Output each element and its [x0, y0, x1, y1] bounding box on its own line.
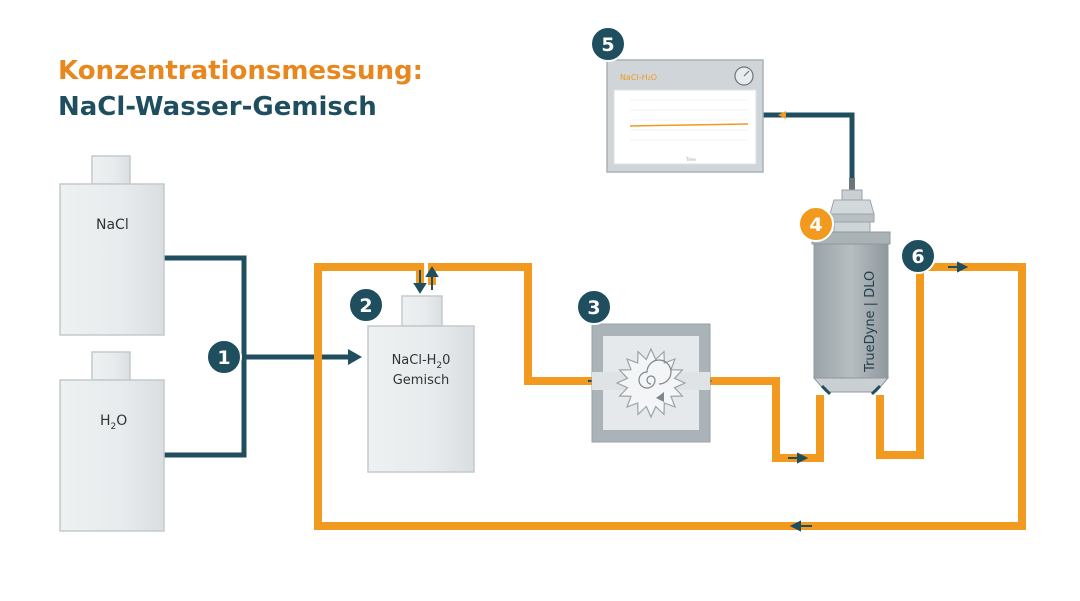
- step-badge-label-5: 5: [601, 34, 614, 56]
- step-badge-1: [206, 339, 242, 375]
- sensor: TrueDyne | DLO: [811, 178, 891, 396]
- step-badge-label-2: 2: [359, 295, 372, 317]
- step-badge-6: [900, 238, 936, 274]
- step-badge-label-4: 4: [809, 214, 822, 236]
- step-badge-label-6: 6: [911, 246, 924, 268]
- step-badges: 1 2 3 4 5 6: [206, 26, 936, 375]
- monitor-title: NaCl-H₂O: [620, 73, 657, 82]
- tank-mix: NaCl-H20 Gemisch: [367, 295, 475, 473]
- tank-h2o: H2O: [59, 351, 165, 532]
- step-badge-3: [576, 289, 612, 325]
- monitor-chart-gridlines: [630, 99, 748, 141]
- tank-nacl: NaCl: [59, 155, 165, 336]
- pump-spiral-icon: [638, 359, 672, 389]
- step-badge-label-1: 1: [217, 347, 230, 369]
- tank-mix-label-2: Gemisch: [393, 373, 450, 388]
- monitor-chart-panel: [613, 89, 757, 165]
- monitor: NaCl-H₂O Time: [606, 59, 764, 173]
- mix-feed-arrowhead: [348, 349, 362, 365]
- tank-nacl-label: NaCl: [96, 217, 129, 233]
- title-line-2: NaCl-Wasser-Gemisch: [58, 92, 377, 122]
- return-pipe: [314, 263, 1026, 530]
- sensor-label: TrueDyne | DLO: [863, 271, 878, 373]
- step-badge-4: [798, 206, 834, 242]
- pump-outlet-pipe: [698, 377, 824, 462]
- step-badge-label-3: 3: [587, 297, 600, 319]
- monitor-link-line: [763, 112, 855, 185]
- pump: [591, 323, 711, 443]
- tank-mix-label-1: NaCl-H20: [392, 353, 451, 371]
- title-line-1: Konzentrationsmessung:: [58, 56, 424, 86]
- monitor-chart-series: [629, 123, 749, 127]
- step-badge-2: [348, 287, 384, 323]
- pump-star-icon: [615, 347, 687, 419]
- step-badge-5: [590, 26, 626, 62]
- tank-h2o-label: H2O: [100, 413, 127, 432]
- monitor-axis-x: Time: [685, 157, 696, 162]
